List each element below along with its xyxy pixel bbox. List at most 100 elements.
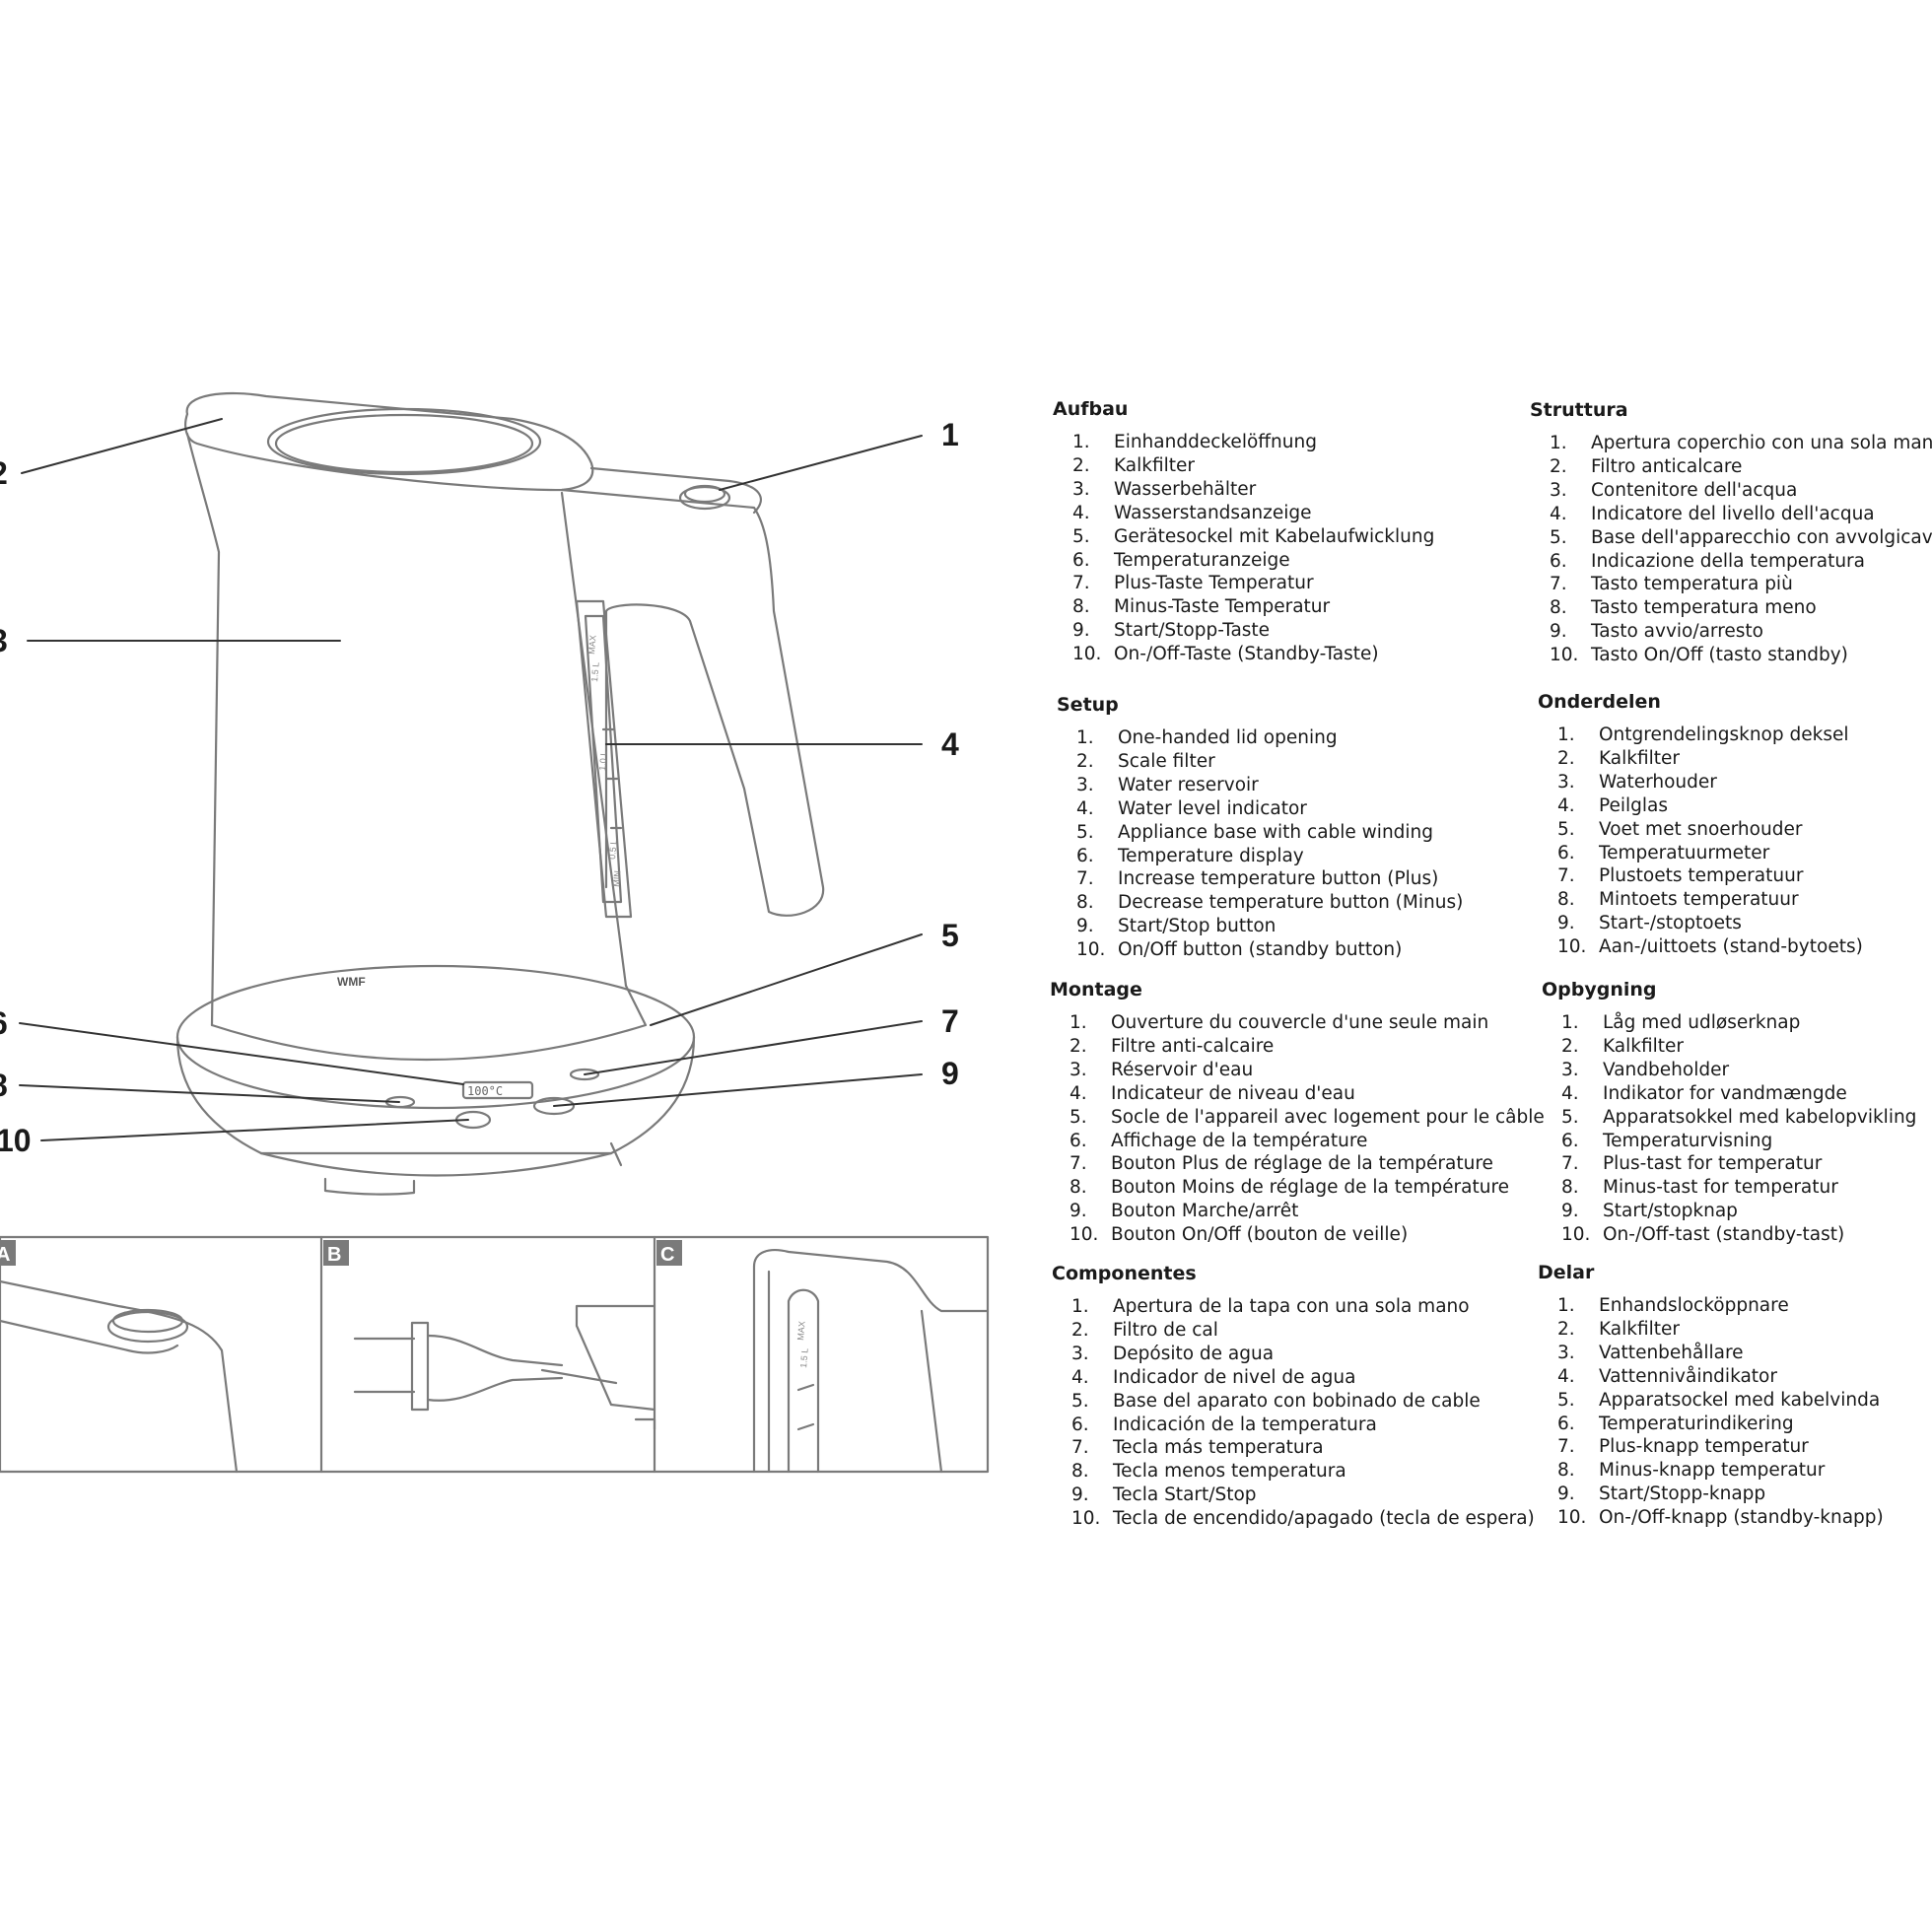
item-number: 1. xyxy=(1071,1296,1089,1317)
scale-mark: MAX xyxy=(795,1321,807,1341)
item-number: 4. xyxy=(1070,1082,1087,1104)
list-item: 4.Indikator for vandmængde xyxy=(1561,1082,1932,1106)
item-text: Apertura coperchio con una sola mano xyxy=(1591,433,1932,453)
scale-marks: MAX 1.5 L 1.0 L 0.5 L MIN MAX 1.5 L xyxy=(586,635,810,1368)
scale-mark: 1.0 L xyxy=(597,750,609,771)
list-item: 7.Increase temperature button (Plus) xyxy=(1076,867,1451,891)
item-number: 1. xyxy=(1557,1295,1575,1316)
item-number: 9. xyxy=(1072,620,1090,642)
list-item: 5.Appliance base with cable winding xyxy=(1076,821,1451,845)
list-item: 6.Temperature display xyxy=(1076,845,1451,868)
legend-fr: Montage 1.Ouverture du couvercle d'une s… xyxy=(1050,979,1545,1247)
item-number: 2. xyxy=(1561,1035,1579,1057)
list-item: 4.Indicateur de niveau d'eau xyxy=(1070,1082,1444,1106)
item-text: Gerätesockel mit Kabelaufwicklung xyxy=(1114,525,1435,547)
list-item: 9.Start/Stop button xyxy=(1076,915,1451,938)
water-level-window xyxy=(575,599,633,919)
item-number: 6. xyxy=(1071,1414,1089,1435)
item-text: Plustoets temperatuur xyxy=(1599,865,1804,887)
item-text: Kalkfilter xyxy=(1114,454,1196,476)
item-number: 6. xyxy=(1561,1130,1579,1151)
list-item: 2.Kalkfilter xyxy=(1072,454,1447,478)
item-text: Base dell'apparecchio con avvolgicavo xyxy=(1591,526,1932,548)
list-item: 2.Kalkfilter xyxy=(1561,1035,1932,1059)
legend-title: Onderdelen xyxy=(1538,691,1661,713)
item-text: Contenitore dell'acqua xyxy=(1591,479,1798,501)
item-number: 7. xyxy=(1557,1436,1575,1458)
item-text: Affichage de la température xyxy=(1111,1130,1368,1151)
item-number: 8. xyxy=(1076,892,1094,914)
list-item: 4.Vattennivåindikator xyxy=(1557,1365,1932,1389)
item-text: Base del aparato con bobinado de cable xyxy=(1113,1390,1481,1412)
item-text: Indicazione della temperatura xyxy=(1591,550,1865,572)
callout-10: 10 xyxy=(0,1123,32,1158)
list-item: 10.Tasto On/Off (tasto standby) xyxy=(1550,644,1924,667)
item-number: 10. xyxy=(1557,1507,1587,1529)
item-text: Increase temperature button (Plus) xyxy=(1118,868,1439,890)
item-number: 6. xyxy=(1557,1413,1575,1434)
item-number: 8. xyxy=(1561,1177,1579,1199)
legend-title: Struttura xyxy=(1530,399,1628,421)
item-number: 6. xyxy=(1070,1130,1087,1151)
list-item: 8.Decrease temperature button (Minus) xyxy=(1076,891,1463,915)
kettle-base xyxy=(175,964,696,1196)
kettle-handle xyxy=(560,466,825,917)
item-text: Start/Stop button xyxy=(1118,916,1276,937)
item-number: 5. xyxy=(1557,818,1575,840)
item-number: 4. xyxy=(1071,1366,1089,1388)
item-number: 7. xyxy=(1071,1437,1089,1459)
list-item: 5.Base dell'apparecchio con avvolgicavo xyxy=(1550,526,1932,550)
callout-1: 1 xyxy=(941,417,959,452)
list-item: 4.Peilglas xyxy=(1557,794,1932,818)
item-text: Appliance base with cable winding xyxy=(1118,821,1434,843)
item-text: Voet met snoerhouder xyxy=(1599,818,1803,840)
item-number: 7. xyxy=(1561,1153,1579,1175)
list-item: 9.Start-/stoptoets xyxy=(1557,912,1932,935)
list-item: 8.Bouton Moins de réglage de la températ… xyxy=(1070,1176,1509,1200)
list-item: 8.Tecla menos temperatura xyxy=(1071,1460,1446,1484)
list-item: 9.Start/Stopp-Taste xyxy=(1072,619,1447,643)
scale-mark: MIN xyxy=(611,870,622,887)
item-number: 6. xyxy=(1550,550,1567,572)
list-item: 7.Plus-tast for temperatur xyxy=(1561,1152,1932,1176)
legend-title: Montage xyxy=(1050,979,1142,1000)
item-number: 9. xyxy=(1557,1484,1575,1505)
item-number: 2. xyxy=(1076,750,1094,772)
item-number: 6. xyxy=(1072,549,1090,571)
item-number: 10. xyxy=(1071,1508,1101,1530)
panel-tag-b: B xyxy=(327,1244,341,1266)
item-text: Wasserbehälter xyxy=(1114,478,1257,500)
callout-8: 8 xyxy=(0,1068,8,1103)
list-item: 6.Temperaturvisning xyxy=(1561,1130,1932,1153)
list-item: 10.Aan-/uittoets (stand-bytoets) xyxy=(1557,935,1932,959)
item-number: 9. xyxy=(1557,913,1575,934)
list-item: 5. Socle de l'appareil avec logement pour… xyxy=(1070,1106,1545,1130)
legend-list: 1.Ontgrendelingsknop deksel 2.Kalkfilter… xyxy=(1538,724,1932,959)
list-item: 3.Depósito de agua xyxy=(1071,1343,1446,1366)
legend-sv: Delar 1.Enhandslocköppnare 2.Kalkfilter … xyxy=(1538,1262,1932,1530)
list-item: 7.Tasto temperatura più xyxy=(1550,573,1924,596)
item-number: 3. xyxy=(1557,1342,1575,1363)
item-number: 3. xyxy=(1550,479,1567,501)
item-number: 9. xyxy=(1070,1201,1087,1222)
list-item: 1.Låg med udløserknap xyxy=(1561,1011,1932,1035)
detail-panels xyxy=(0,1235,990,1474)
item-number: 7. xyxy=(1550,574,1567,595)
item-text: Socle de l'appareil avec logement pour l… xyxy=(1111,1106,1545,1128)
list-item: 1. Apertura de la tapa con una sola mano xyxy=(1071,1295,1470,1319)
list-item: 1.Enhandslocköppnare xyxy=(1557,1294,1932,1318)
callout-9: 9 xyxy=(941,1056,959,1091)
item-number: 9. xyxy=(1071,1484,1089,1506)
item-text: On-/Off-Taste (Standby-Taste) xyxy=(1114,644,1379,665)
item-text: Ouverture du couvercle d'une seule main xyxy=(1111,1012,1489,1033)
item-number: 5. xyxy=(1070,1106,1087,1128)
panel-tags: A B C xyxy=(0,1240,682,1266)
item-text: Peilglas xyxy=(1599,794,1669,816)
item-text: Låg med udløserknap xyxy=(1603,1012,1801,1033)
item-number: 4. xyxy=(1557,1365,1575,1387)
item-text: Tecla menos temperatura xyxy=(1113,1461,1346,1483)
legend-title: Delar xyxy=(1538,1262,1595,1283)
item-number: 10. xyxy=(1070,1224,1099,1246)
item-text: Apertura de la tapa con una sola mano xyxy=(1113,1296,1470,1317)
item-number: 5. xyxy=(1071,1390,1089,1412)
